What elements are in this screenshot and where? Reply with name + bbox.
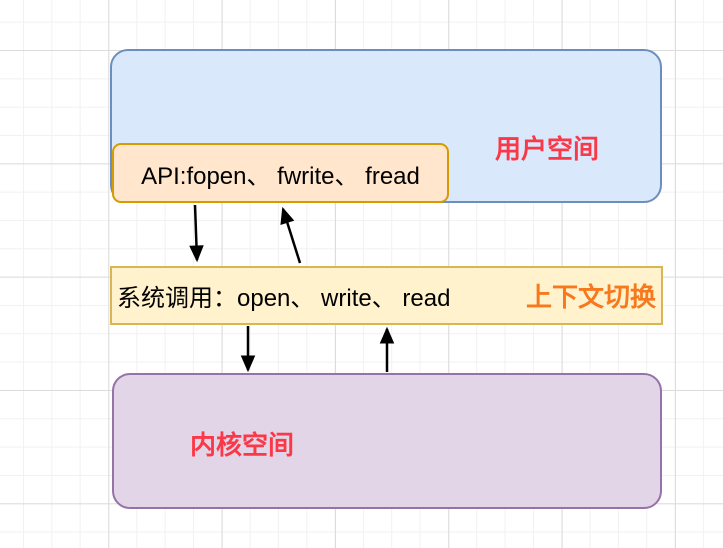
syscall-bar: 系统调用：open、 write、 read 上下文切换: [110, 266, 663, 325]
edge-syscall-to-api: [280, 206, 302, 264]
edge-api-to-syscall: [189, 204, 204, 263]
api-box-label: API:fopen、 fwrite、 fread: [141, 162, 420, 190]
context-switch-label: 上下文切换: [525, 282, 656, 312]
api-box: API:fopen、 fwrite、 fread: [112, 143, 449, 203]
kernel-space-label: 内核空间: [190, 430, 295, 460]
kernel-space-box: 内核空间: [112, 373, 662, 509]
syscall-label: 系统调用：open、 write、 read: [117, 285, 451, 312]
user-space-label: 用户空间: [495, 134, 600, 164]
